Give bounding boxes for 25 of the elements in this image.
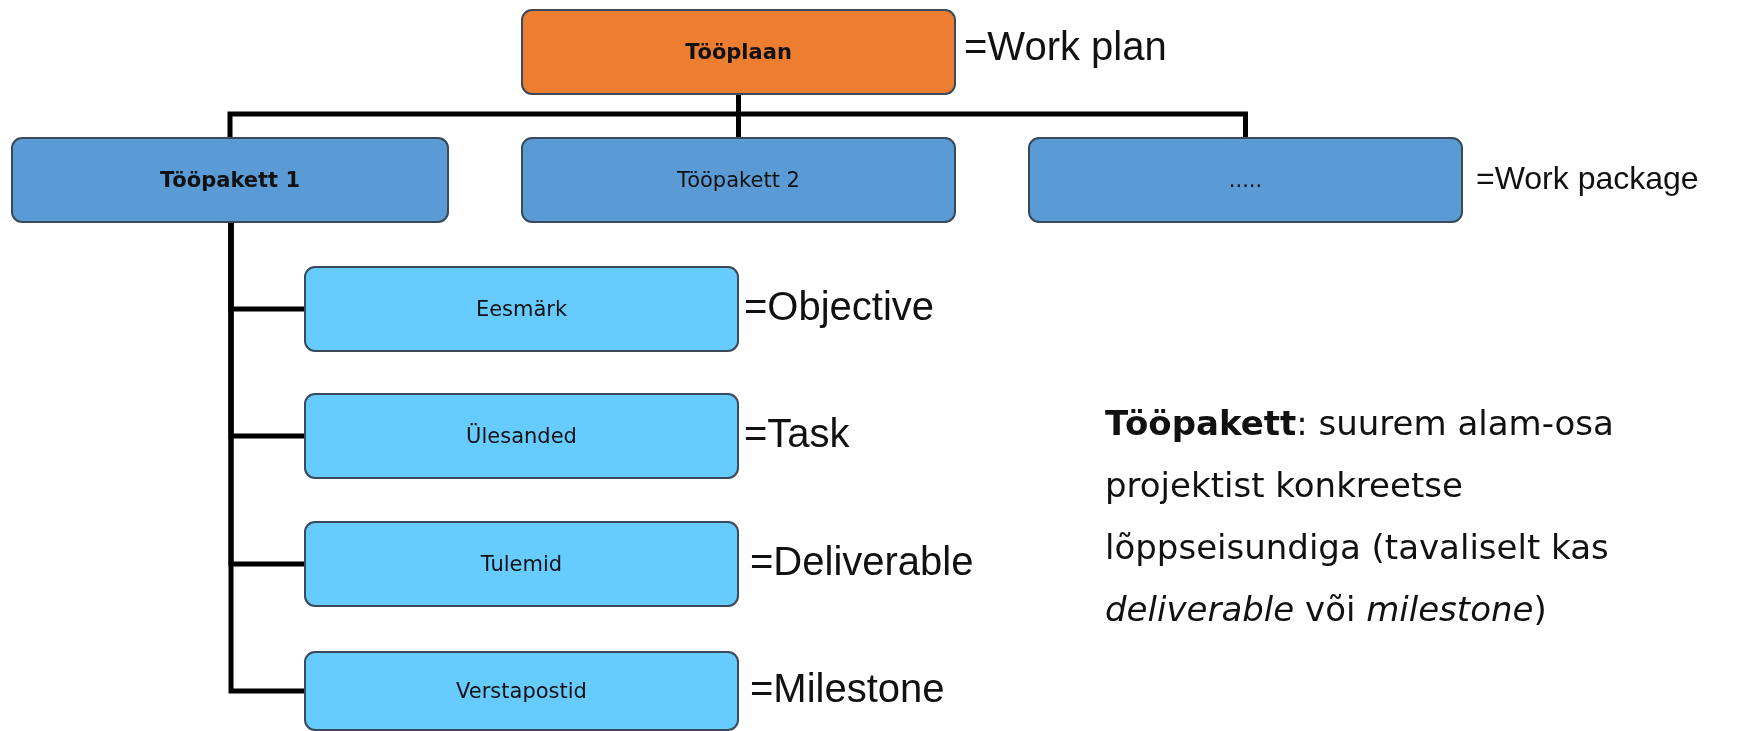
process-box — [304, 266, 739, 352]
translation-text: =Task — [744, 411, 850, 456]
process-box — [1028, 137, 1463, 223]
node-label: Verstapostid — [456, 679, 587, 703]
translation-text: =Work package — [1476, 160, 1699, 197]
process-box — [304, 651, 739, 731]
node-label: Tööplaan — [685, 40, 792, 64]
translation-text: =Objective — [744, 284, 935, 329]
process-box — [304, 393, 739, 479]
node-label: Tööpakett 2 — [677, 168, 800, 192]
process-box — [521, 137, 956, 223]
translation-text: =Milestone — [750, 666, 945, 711]
translation-text: =Work plan — [964, 24, 1167, 69]
node-label: ..... — [1228, 168, 1263, 192]
translation-text: =Deliverable — [750, 539, 974, 584]
node-label: Tulemid — [480, 552, 563, 576]
node-label: Ülesanded — [466, 424, 577, 448]
node-label: Eesmärk — [475, 297, 568, 321]
connector-line — [228, 223, 304, 694]
node-label: Tööpakett 1 — [159, 168, 301, 192]
process-box — [521, 9, 956, 95]
process-box — [304, 521, 739, 607]
connector-line — [736, 95, 1248, 137]
definition-text: Tööpakett: suurem alam-osa projektist konkreetse lõppseisundiga (tavaliselt kas deliverable või milestone) — [1105, 402, 1615, 631]
process-box — [11, 137, 449, 223]
